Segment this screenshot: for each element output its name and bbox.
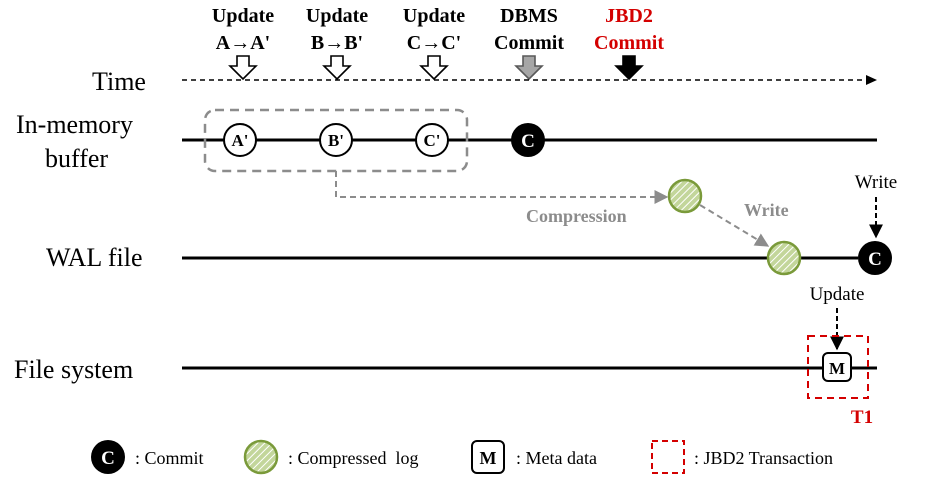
node-a-prime-label: A' bbox=[232, 131, 249, 150]
event-5-line2: Commit bbox=[594, 32, 664, 54]
legend-meta-symbol: M bbox=[480, 448, 497, 468]
node-c-prime-label: C' bbox=[424, 131, 441, 150]
compressed-log-node-1 bbox=[667, 178, 703, 214]
t1-label: T1 bbox=[851, 407, 873, 428]
event-2-line2: B→B' bbox=[311, 32, 363, 54]
jbd2-transaction-box bbox=[807, 335, 869, 399]
legend-commit-symbol: C bbox=[101, 448, 115, 469]
write-gray-arrow bbox=[699, 204, 770, 247]
legend-jbd2-label: : JBD2 Transaction bbox=[694, 448, 833, 468]
down-arrow-3-icon bbox=[419, 55, 449, 81]
event-5-line1: JBD2 bbox=[605, 5, 653, 27]
legend-compressed-label: : Compressed log bbox=[288, 448, 419, 468]
node-wal-commit: C bbox=[858, 241, 892, 275]
node-wal-commit-label: C bbox=[868, 249, 882, 270]
node-buffer-commit-label: C bbox=[521, 131, 535, 152]
node-buffer-commit: C bbox=[511, 123, 545, 157]
row-label-fs: File system bbox=[14, 355, 133, 384]
legend-commit-label: : Commit bbox=[135, 448, 204, 468]
node-c-prime: C' bbox=[415, 123, 449, 157]
time-axis-arrowhead-icon bbox=[866, 75, 877, 85]
node-metadata: M bbox=[822, 352, 852, 382]
legend-compressed-swatch bbox=[243, 439, 279, 475]
legend: C : Commit : Compressed log M : Meta dat… bbox=[91, 439, 833, 475]
update-label: Update bbox=[810, 284, 865, 305]
compression-label: Compression bbox=[526, 206, 627, 226]
node-metadata-label: M bbox=[829, 359, 845, 378]
legend-commit: C : Commit bbox=[91, 440, 204, 474]
down-arrow-2-icon bbox=[322, 55, 352, 81]
legend-jbd2-swatch bbox=[651, 440, 685, 474]
row-label-time: Time bbox=[92, 67, 146, 96]
down-arrow-5-icon bbox=[614, 55, 644, 81]
row-label-wal: WAL file bbox=[46, 243, 143, 272]
event-4-line2: Commit bbox=[494, 32, 564, 54]
row-label-buffer-2: buffer bbox=[45, 144, 108, 173]
event-labels: Update A→A' Update B→B' Update C→C' DBMS… bbox=[212, 5, 664, 54]
legend-meta: M : Meta data bbox=[471, 440, 597, 474]
event-2-line1: Update bbox=[306, 5, 368, 27]
event-3-line2: C→C' bbox=[407, 32, 461, 54]
down-arrow-4-icon bbox=[514, 55, 544, 81]
event-1-line1: Update bbox=[212, 5, 274, 27]
node-b-prime: B' bbox=[319, 123, 353, 157]
legend-jbd2: : JBD2 Transaction bbox=[651, 440, 833, 474]
write-black-label: Write bbox=[855, 172, 898, 193]
legend-meta-label: : Meta data bbox=[516, 448, 597, 468]
compressed-log-node-2 bbox=[766, 240, 802, 276]
compression-arrow bbox=[335, 171, 669, 204]
row-label-buffer-1: In-memory bbox=[16, 110, 133, 139]
legend-compressed: : Compressed log bbox=[243, 439, 419, 475]
event-1-line2: A→A' bbox=[216, 32, 270, 54]
down-arrow-1-icon bbox=[228, 55, 258, 81]
event-4-line1: DBMS bbox=[500, 5, 558, 27]
event-3-line1: Update bbox=[403, 5, 465, 27]
node-b-prime-label: B' bbox=[328, 131, 344, 150]
node-a-prime: A' bbox=[223, 123, 257, 157]
write-green-label: Write bbox=[744, 200, 789, 220]
